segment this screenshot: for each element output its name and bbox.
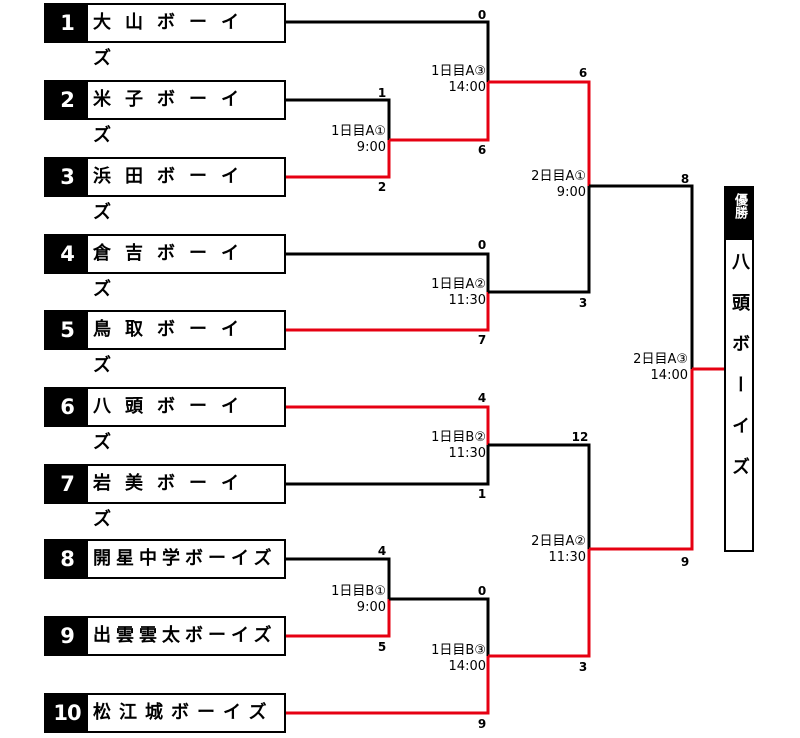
match-day: 1日目A② bbox=[431, 277, 486, 292]
match-day: 2日目A③ bbox=[633, 352, 688, 367]
bracket-line bbox=[286, 20, 490, 82]
team-box: 1 大山ボーイズ bbox=[44, 3, 286, 69]
team-name: 岩美ボーイズ bbox=[93, 473, 253, 530]
score: 0 bbox=[477, 8, 487, 22]
match-label: 2日目A① 9:00 bbox=[498, 169, 586, 201]
score: 1 bbox=[477, 487, 487, 501]
team-seed: 5 bbox=[46, 312, 88, 348]
team-box: 10 松江城ボーイズ bbox=[44, 693, 286, 733]
bracket-line bbox=[488, 186, 591, 294]
bracket-line bbox=[286, 656, 490, 715]
score: 7 bbox=[477, 333, 487, 347]
bracket-line bbox=[286, 98, 391, 140]
match-label: 1日目B③ 14:00 bbox=[398, 643, 486, 675]
team-seed: 7 bbox=[46, 466, 88, 502]
team-name: 倉吉ボーイズ bbox=[93, 243, 253, 300]
match-label: 1日目B② 11:30 bbox=[398, 430, 486, 462]
bracket-line bbox=[389, 82, 490, 142]
match-time: 11:30 bbox=[448, 446, 486, 461]
champion-name: 八頭ボーイズ bbox=[729, 252, 750, 498]
team-name: 大山ボーイズ bbox=[93, 12, 253, 69]
match-label: 1日目A① 9:00 bbox=[300, 124, 386, 156]
match-day: 1日目B① bbox=[331, 584, 386, 599]
score: 0 bbox=[477, 584, 487, 598]
bracket-line bbox=[286, 445, 490, 486]
team-name: 鳥取ボーイズ bbox=[93, 319, 253, 376]
match-label: 2日目A② 11:30 bbox=[498, 534, 586, 566]
team-seed: 3 bbox=[46, 159, 88, 195]
team-box: 5 鳥取ボーイズ bbox=[44, 310, 286, 376]
match-day: 2日目A① bbox=[531, 169, 586, 184]
team-name: 八頭ボーイズ bbox=[93, 396, 253, 453]
bracket-line bbox=[589, 184, 694, 369]
score: 3 bbox=[578, 296, 588, 310]
score: 2 bbox=[377, 180, 387, 194]
match-label: 2日目A③ 14:00 bbox=[600, 352, 688, 384]
team-box: 7 岩美ボーイズ bbox=[44, 464, 286, 530]
score: 9 bbox=[680, 555, 690, 569]
match-time: 14:00 bbox=[448, 659, 486, 674]
match-label: 1日目B① 9:00 bbox=[300, 584, 386, 616]
bracket-line bbox=[286, 140, 391, 179]
match-time: 11:30 bbox=[548, 550, 586, 565]
bracket-line bbox=[286, 292, 490, 332]
bracket-line bbox=[589, 369, 694, 551]
score: 0 bbox=[477, 238, 487, 252]
bracket-line bbox=[286, 405, 490, 445]
team-name: 松江城ボーイズ bbox=[93, 702, 275, 723]
match-day: 2日目A② bbox=[531, 534, 586, 549]
team-box: 6 八頭ボーイズ bbox=[44, 387, 286, 453]
score: 1 bbox=[377, 86, 387, 100]
team-seed: 2 bbox=[46, 82, 88, 118]
champion-heading: 優勝 bbox=[724, 186, 754, 238]
match-day: 1日目A① bbox=[331, 124, 386, 139]
team-seed: 10 bbox=[46, 695, 88, 731]
team-seed: 9 bbox=[46, 618, 88, 654]
score: 9 bbox=[477, 717, 487, 731]
team-seed: 4 bbox=[46, 236, 88, 272]
team-box: 2 米子ボーイズ bbox=[44, 80, 286, 146]
match-time: 14:00 bbox=[448, 80, 486, 95]
team-box: 8 開星中学ボーイズ bbox=[44, 539, 286, 579]
score: 4 bbox=[477, 391, 487, 405]
score: 6 bbox=[578, 66, 588, 80]
team-seed: 8 bbox=[46, 541, 88, 577]
bracket-line bbox=[286, 599, 391, 638]
bracket-line bbox=[488, 80, 591, 186]
match-time: 9:00 bbox=[556, 185, 586, 200]
match-day: 1日目B③ bbox=[431, 643, 486, 658]
match-day: 1日目B② bbox=[431, 430, 486, 445]
team-box: 3 浜田ボーイズ bbox=[44, 157, 286, 223]
team-seed: 6 bbox=[46, 389, 88, 425]
champion-heading-text: 優勝 bbox=[732, 193, 747, 219]
match-day: 1日目A③ bbox=[431, 64, 486, 79]
champion-box: 八頭ボーイズ bbox=[724, 238, 754, 552]
team-name: 開星中学ボーイズ bbox=[93, 548, 277, 569]
match-label: 1日目A③ 14:00 bbox=[398, 64, 486, 96]
match-label: 1日目A② 11:30 bbox=[398, 277, 486, 309]
score: 4 bbox=[377, 544, 387, 558]
score: 12 bbox=[571, 430, 589, 444]
team-name: 浜田ボーイズ bbox=[93, 166, 253, 223]
team-seed: 1 bbox=[46, 5, 88, 41]
bracket-line bbox=[286, 252, 490, 292]
team-name: 米子ボーイズ bbox=[93, 89, 253, 146]
match-time: 14:00 bbox=[650, 368, 688, 383]
bracket-line bbox=[488, 549, 591, 658]
bracket-line bbox=[488, 443, 591, 549]
team-box: 9 出雲雲太ボーイズ bbox=[44, 616, 286, 656]
team-box: 4 倉吉ボーイズ bbox=[44, 234, 286, 300]
match-time: 9:00 bbox=[356, 600, 386, 615]
bracket-line bbox=[286, 557, 391, 599]
score: 6 bbox=[477, 143, 487, 157]
score: 5 bbox=[377, 640, 387, 654]
team-name: 出雲雲太ボーイズ bbox=[93, 625, 277, 646]
score: 8 bbox=[680, 172, 690, 186]
score: 3 bbox=[578, 660, 588, 674]
match-time: 9:00 bbox=[356, 140, 386, 155]
match-time: 11:30 bbox=[448, 293, 486, 308]
bracket-line bbox=[389, 597, 490, 656]
